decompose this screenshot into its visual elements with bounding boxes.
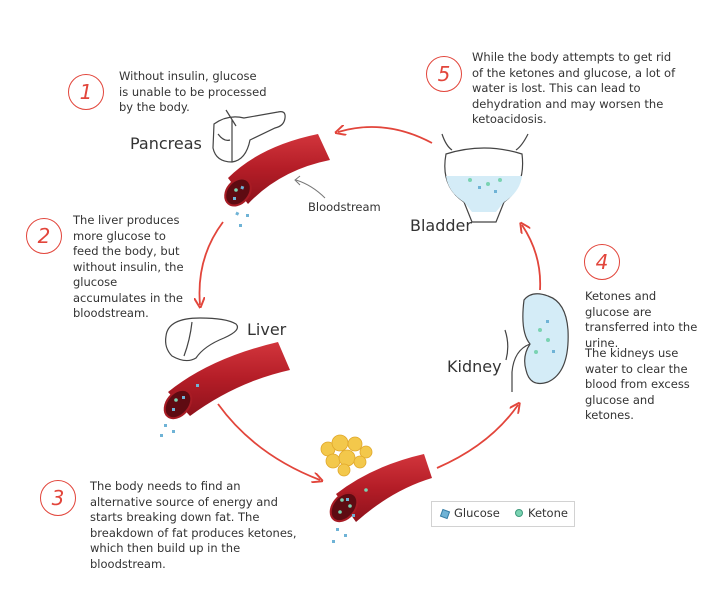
step-2-number: 2	[26, 218, 62, 254]
fat-cells-icon	[320, 434, 373, 477]
bloodstream-pointer-arrow	[295, 179, 326, 199]
step-1-number: 1	[68, 74, 104, 110]
blood-vessel-1	[224, 134, 330, 227]
legend-ketone-label: Ketone	[528, 506, 568, 520]
bloodstream-label: Bloodstream	[308, 200, 381, 214]
ketone-dot-icon	[515, 509, 523, 517]
bladder-label: Bladder	[410, 216, 472, 235]
step-1-text: Without insulin, glucose is unable to be…	[119, 69, 267, 114]
glucose-crystal-icon	[439, 508, 451, 520]
blood-vessel-3	[329, 454, 432, 543]
legend: Glucose Ketone	[431, 501, 575, 527]
step-4-text-2: The kidneys use water to clear the blood…	[585, 346, 690, 422]
cycle-arrow-pancreas-to-liver	[199, 221, 224, 305]
blood-vessel-2	[160, 342, 290, 437]
kidney-label: Kidney	[447, 357, 502, 376]
step-3-text: The body needs to find an alternative so…	[90, 479, 297, 571]
liver-label: Liver	[247, 320, 287, 339]
step-4-number: 4	[584, 244, 620, 280]
step-3-number: 3	[40, 480, 76, 516]
legend-glucose-label: Glucose	[454, 506, 500, 520]
cycle-arrow-bladder-to-pancreas	[338, 127, 433, 144]
step-5-number: 5	[426, 56, 462, 92]
cycle-arrow-kidney-to-bladder	[522, 225, 542, 291]
cycle-arrow-liver-to-fat	[217, 403, 320, 480]
kidney-icon	[504, 293, 569, 392]
pancreas-label: Pancreas	[130, 134, 202, 153]
step-2-text: The liver produces more glucose to feed …	[73, 213, 184, 320]
step-5-text: While the body attempts to get rid of th…	[472, 50, 676, 126]
pancreas-icon	[212, 109, 286, 163]
cycle-arrow-fat-to-kidney	[436, 405, 518, 469]
liver-icon	[165, 317, 239, 362]
step-4-text: Ketones and glucose are transferred into…	[585, 289, 698, 350]
bladder-icon	[441, 133, 529, 223]
